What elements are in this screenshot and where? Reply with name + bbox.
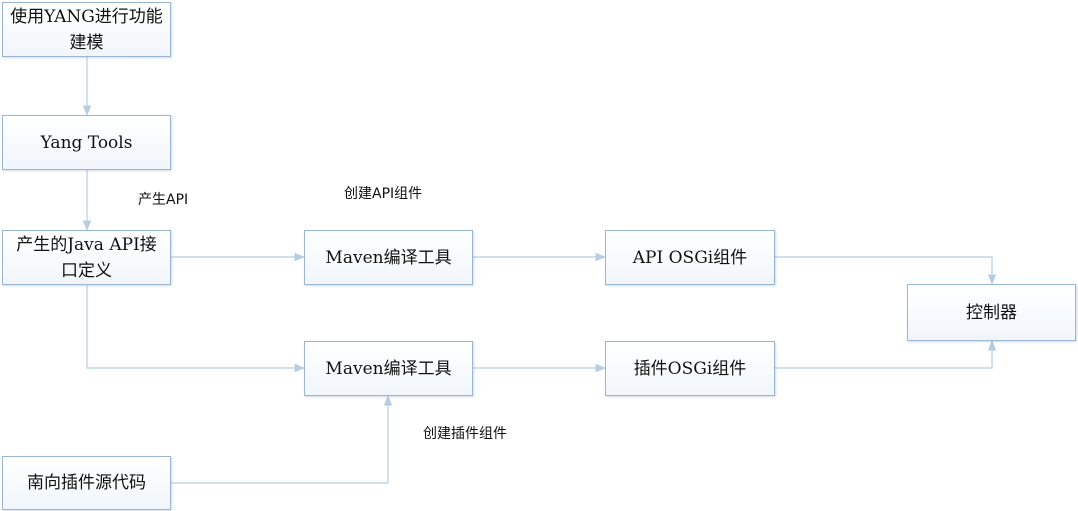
node-api-osgi: API OSGi组件 <box>605 230 775 285</box>
label-generate-api: 产生API <box>138 192 189 208</box>
edge-java-api-to-maven-plugin <box>86 285 306 373</box>
node-south-source: 南向插件源代码 <box>2 456 171 510</box>
edge-plugin-osgi-to-controller <box>775 339 997 369</box>
edge-api-osgi-to-controller <box>775 256 997 286</box>
node-maven-api: Maven编译工具 <box>304 230 473 285</box>
node-controller: 控制器 <box>907 284 1076 341</box>
label-create-plugin-component: 创建插件组件 <box>423 426 507 442</box>
node-yang-tools: Yang Tools <box>2 115 171 170</box>
edge-south-source-to-maven-plugin <box>171 394 393 484</box>
node-java-api: 产生的Java API接口定义 <box>2 230 171 285</box>
node-yang-modeling: 使用YANG进行功能建模 <box>2 2 171 57</box>
label-create-api-component: 创建API组件 <box>344 186 423 202</box>
node-plugin-osgi: 插件OSGi组件 <box>605 341 775 396</box>
node-maven-plugin: Maven编译工具 <box>304 341 473 396</box>
